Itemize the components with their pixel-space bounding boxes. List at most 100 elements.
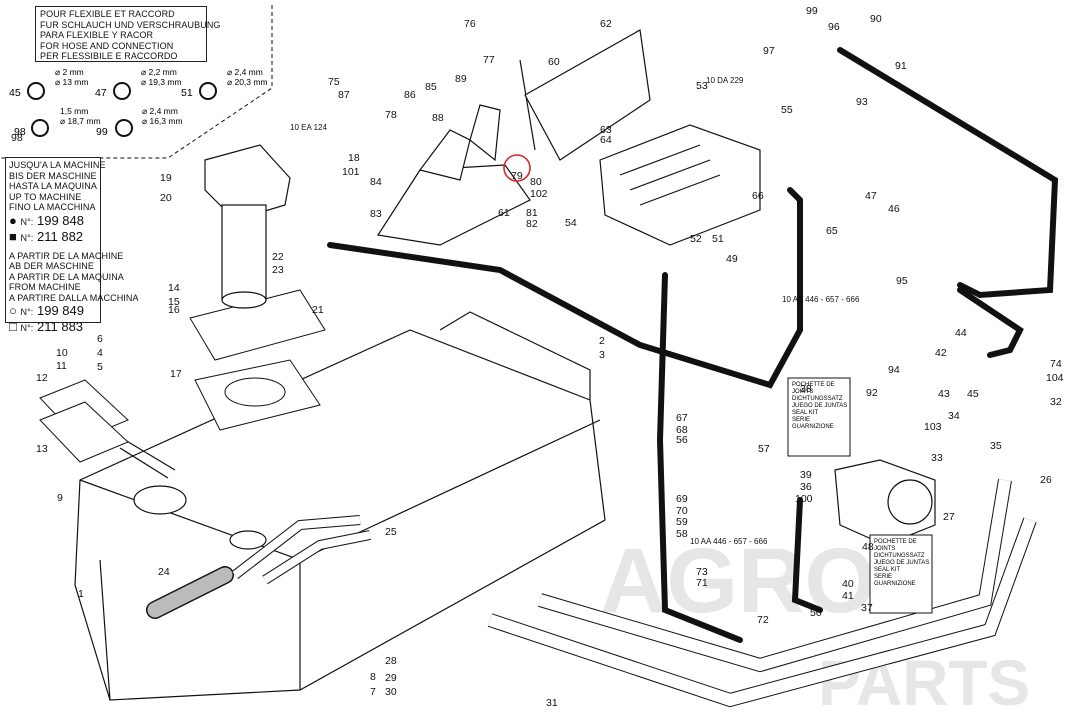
callout-4: 4 <box>97 347 103 359</box>
callout-7: 7 <box>370 686 376 698</box>
callout-63: 63 <box>600 124 612 136</box>
callout-21: 21 <box>312 304 324 316</box>
callout-55: 55 <box>781 104 793 116</box>
callout-79: 79 <box>511 170 523 182</box>
from-line: A PARTIRE DALLA MACCHINA <box>9 292 139 303</box>
callout-78: 78 <box>385 109 397 121</box>
callout-66: 66 <box>752 190 764 202</box>
legend-line: PARA FLEXIBLE Y RACOR <box>40 30 154 40</box>
callout-83: 83 <box>370 208 382 220</box>
seal-ref-98: 98 <box>14 126 26 138</box>
seal-dim-thickness: ⌀ 2 mm <box>55 67 84 77</box>
seal-ref-99: 99 <box>96 126 108 138</box>
callout-53: 53 <box>696 80 708 92</box>
callout-8: 8 <box>370 671 376 683</box>
callout-75: 75 <box>328 76 340 88</box>
callout-31: 31 <box>546 697 558 709</box>
callout-92: 92 <box>866 387 878 399</box>
callout-40: 40 <box>842 578 854 590</box>
callout-33: 33 <box>931 452 943 464</box>
grey-hoses <box>487 478 1037 708</box>
callout-12: 12 <box>36 372 48 384</box>
callout-16: 16 <box>168 304 180 316</box>
callout-54: 54 <box>565 217 577 229</box>
callout-100: 100 <box>795 493 813 505</box>
seal-dim-99: ⌀ 2,4 mm⌀ 16,3 mm <box>142 106 183 126</box>
callout-68: 68 <box>676 424 688 436</box>
callout-37: 37 <box>861 602 873 614</box>
tank-plates <box>39 289 326 463</box>
callout-36: 36 <box>800 481 812 493</box>
callout-59: 59 <box>676 516 688 528</box>
callout-93: 93 <box>856 96 868 108</box>
seal-dim-diameter: ⌀ 16,3 mm <box>142 116 183 126</box>
callout-67: 67 <box>676 412 688 424</box>
seal-dim-thickness: ⌀ 2,4 mm <box>227 67 263 77</box>
callout-3: 3 <box>599 349 605 361</box>
callout-39: 39 <box>800 469 812 481</box>
from-serial-open-circle: ○ N°: 199 849 <box>9 303 84 318</box>
seal-dim-51: ⌀ 2,4 mm⌀ 20,3 mm <box>227 67 268 87</box>
control-valve <box>599 124 761 246</box>
callout-99: 99 <box>806 5 818 17</box>
callout-5: 5 <box>97 361 103 373</box>
hose-connection-legend: POUR FLEXIBLE ET RACCORD FUR SCHLAUCH UN… <box>35 6 220 62</box>
callout-43: 43 <box>938 388 950 400</box>
callout-103: 103 <box>924 421 942 433</box>
callout-27: 27 <box>943 511 955 523</box>
callout-50: 50 <box>810 607 822 619</box>
callout-104: 104 <box>1046 372 1064 384</box>
callout-86: 86 <box>404 89 416 101</box>
callout-61: 61 <box>498 207 510 219</box>
callout-90: 90 <box>870 13 882 25</box>
joystick-console <box>376 59 536 246</box>
callout-62: 62 <box>600 18 612 30</box>
callout-29: 29 <box>385 672 397 684</box>
callout-28: 28 <box>385 655 397 667</box>
callout-77: 77 <box>483 54 495 66</box>
seal-dim-diameter: ⌀ 13 mm <box>55 77 89 87</box>
callout-41: 41 <box>842 590 854 602</box>
callout-42: 42 <box>935 347 947 359</box>
seal-dim-98: 1,5 mm⌀ 18,7 mm <box>60 106 101 126</box>
seal-dim-thickness: 1,5 mm <box>60 106 89 116</box>
callout-80: 80 <box>530 176 542 188</box>
serial-legend: JUSQU'A LA MACHINE BIS DER MASCHINE HAST… <box>5 157 139 334</box>
seal-dim-diameter: ⌀ 19,3 mm <box>141 77 182 87</box>
callout-84: 84 <box>370 176 382 188</box>
seal-dim-45: ⌀ 2 mm⌀ 13 mm <box>55 67 88 87</box>
callout-82: 82 <box>526 218 538 230</box>
callout-15: 15 <box>168 296 180 308</box>
upto-line: FINO LA MACCHINA <box>9 202 96 212</box>
callout-25: 25 <box>385 526 397 538</box>
callout-14: 14 <box>168 282 180 294</box>
tank <box>74 311 606 701</box>
callout-26: 26 <box>1040 474 1052 486</box>
seal-ref-51: 51 <box>181 87 193 99</box>
ref-ea124: 10 EA 124 <box>290 123 327 132</box>
legend-line: PER FLESSIBILE E RACCORDO <box>40 51 178 61</box>
callout-88: 88 <box>432 112 444 124</box>
callout-9: 9 <box>57 492 63 504</box>
cross-references: 10 EA 124 10 DA 229 10 AA 446 - 657 - 66… <box>290 76 860 546</box>
hoses <box>327 47 1059 643</box>
callout-94: 94 <box>888 364 900 376</box>
upto-line: BIS DER MASCHINE <box>9 170 97 181</box>
callout-11: 11 <box>56 360 67 372</box>
callout-85: 85 <box>425 81 437 93</box>
callout-24: 24 <box>158 566 170 578</box>
svg-text:AGRO: AGRO <box>600 530 876 632</box>
bracket <box>524 29 651 161</box>
callout-57: 57 <box>758 443 770 455</box>
from-line: A PARTIR DE LA MAQUINA <box>9 271 124 282</box>
callout-35: 35 <box>990 440 1002 452</box>
callout-73: 73 <box>696 566 708 578</box>
callout-18: 18 <box>348 152 360 164</box>
from-serial-open-square: □ N°: 211 883 <box>9 319 84 334</box>
from-line: AB DER MASCHINE <box>9 261 95 271</box>
seal-dim-thickness: ⌀ 2,2 mm <box>141 67 177 77</box>
legend-line: FOR HOSE AND CONNECTION <box>40 40 174 51</box>
seal-kit-boxes <box>787 377 933 614</box>
callout-10: 10 <box>56 347 68 359</box>
